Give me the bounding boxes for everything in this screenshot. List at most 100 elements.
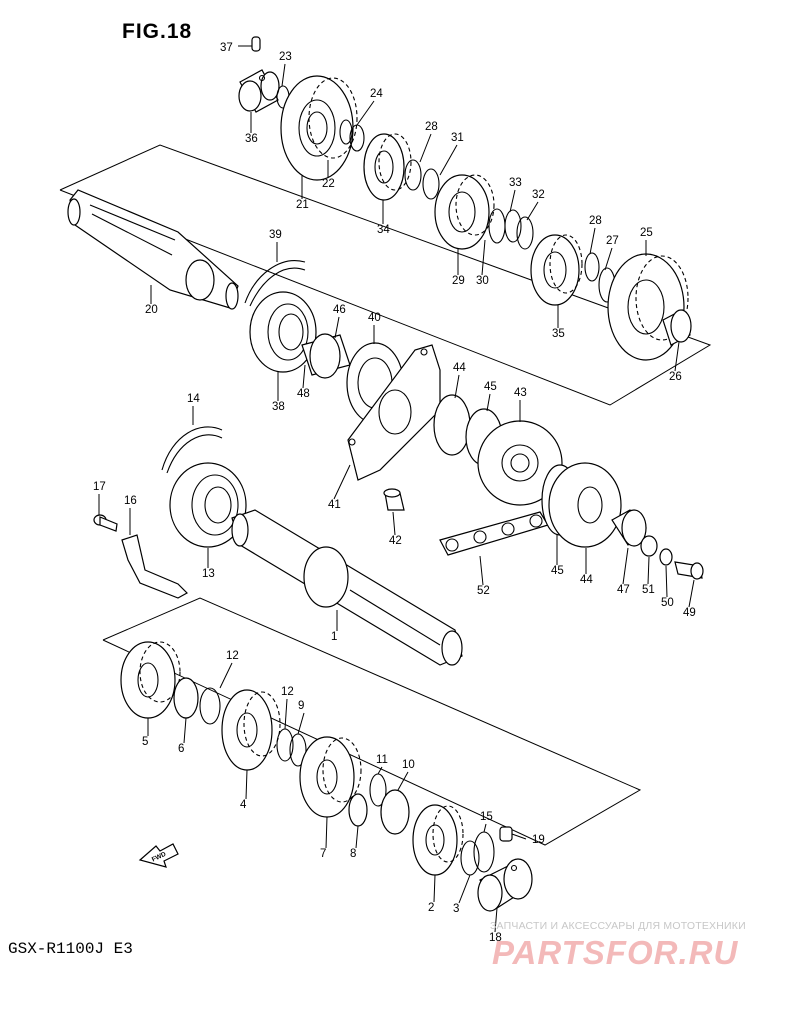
callout-leader (494, 907, 498, 933)
spacer-46 (301, 333, 351, 379)
callout-leader (458, 874, 471, 904)
callout-leader (526, 201, 539, 221)
figure-title: FIG.18 (122, 20, 193, 43)
callout-leader (454, 374, 460, 399)
callout-number: 26 (669, 371, 682, 383)
callout-number: 1 (331, 631, 337, 643)
callout-leader (297, 712, 305, 735)
callout-number: 8 (350, 848, 356, 860)
callout-leader (355, 825, 359, 849)
callout-leader (302, 364, 306, 389)
gear-25 (607, 253, 689, 361)
callout-number: 30 (476, 275, 489, 287)
callout-number: 46 (333, 304, 346, 316)
callout-leader (284, 698, 288, 730)
countershaft-group-frame (59, 144, 712, 406)
callout-leader (674, 341, 680, 372)
callout-number: 17 (93, 481, 106, 493)
callout-number: 28 (589, 215, 602, 227)
callout-number: 25 (640, 227, 653, 239)
callout-number: 21 (296, 199, 309, 211)
watermark-subtitle: ЗАПЧАСТИ И АКСЕССУАРЫ ДЛЯ МОТОТЕХНИКИ (490, 920, 746, 932)
callout-number: 15 (480, 811, 493, 823)
bushing-part (662, 309, 692, 346)
callout-number: 50 (661, 597, 674, 609)
callout-number: 13 (202, 568, 215, 580)
gear-21 (280, 75, 358, 181)
callout-number: 19 (532, 834, 545, 846)
callout-leader (647, 556, 650, 585)
callout-number: 49 (683, 607, 696, 619)
sprocket-plate-44 (548, 462, 622, 548)
chain-52 (439, 511, 549, 556)
washer-50 (659, 548, 673, 566)
callout-number: 34 (377, 224, 390, 236)
callout-leader (665, 565, 668, 598)
callout-leader (281, 63, 286, 87)
gear-7 (299, 736, 362, 818)
callout-number: 44 (580, 574, 593, 586)
callout-number: 20 (145, 304, 158, 316)
callout-number: 45 (484, 381, 497, 393)
callout-number: 23 (279, 51, 292, 63)
callout-leader (333, 464, 351, 500)
callout-number: 38 (272, 401, 285, 413)
callout-leader (377, 766, 383, 775)
callout-number: 29 (452, 275, 465, 287)
model-label: GSX-R1100J E3 (8, 940, 133, 958)
callout-number: 24 (370, 88, 383, 100)
washer-part (504, 209, 522, 243)
collar-18 (477, 858, 533, 912)
callout-number: 5 (142, 736, 148, 748)
circlip-part (422, 168, 440, 200)
circlip-10 (380, 789, 410, 835)
callout-number: 47 (617, 584, 630, 596)
callout-number: 36 (245, 133, 258, 145)
callout-leader (245, 769, 248, 800)
bearing-13 (169, 462, 247, 548)
circlip-14 (161, 426, 223, 471)
bushing-6 (173, 677, 199, 719)
callout-number: 10 (402, 759, 415, 771)
gear-4 (221, 689, 281, 771)
bushing-part (404, 159, 422, 191)
gear-5 (120, 641, 181, 719)
callout-leader (509, 189, 516, 213)
callout-number: 22 (322, 178, 335, 190)
callout-leader (219, 662, 233, 689)
callout-number: 4 (240, 799, 247, 811)
callout-number: 18 (489, 932, 502, 944)
nut-47 (611, 509, 647, 547)
callout-number: 16 (124, 495, 137, 507)
gear-34 (363, 133, 412, 201)
lock-washer-51 (640, 535, 658, 557)
bracket-16 (121, 534, 188, 599)
gear-35 (530, 234, 583, 306)
callout-number: 12 (281, 686, 294, 698)
circlip-part (516, 216, 534, 250)
bolt-42 (383, 488, 405, 511)
callout-number: 51 (642, 584, 655, 596)
countershaft-part (67, 189, 239, 310)
bushing-8 (348, 793, 368, 827)
callout-leader (397, 771, 409, 791)
callout-number: 43 (514, 387, 527, 399)
callout-leader (433, 874, 436, 903)
circlip-12 (199, 687, 221, 725)
callout-number: 27 (606, 235, 619, 247)
gear-2 (412, 804, 464, 876)
callout-leader (356, 100, 375, 126)
callout-number: 48 (297, 388, 310, 400)
callout-leader (392, 511, 396, 536)
callout-leader (622, 547, 629, 585)
callout-number: 52 (477, 585, 490, 597)
callout-number: 42 (389, 535, 402, 547)
callout-leader (419, 133, 432, 163)
callout-number: 9 (298, 700, 304, 712)
callout-leader (479, 555, 484, 586)
watermark-logo: PARTSFOR.RU (492, 934, 739, 971)
circlip-part (244, 260, 306, 304)
callout-number: 39 (269, 229, 282, 241)
